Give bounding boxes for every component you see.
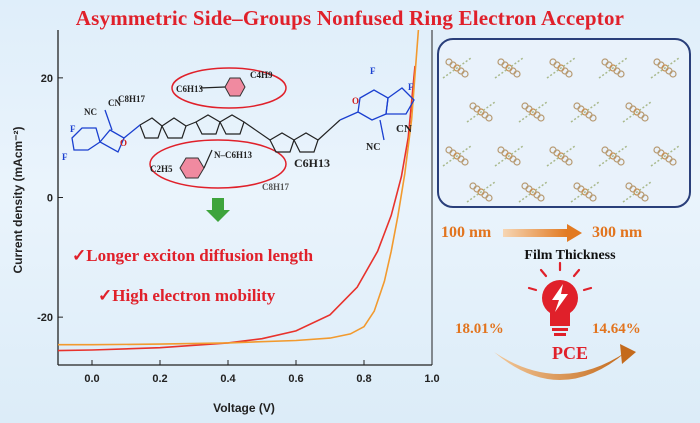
packing-molecule xyxy=(494,145,524,167)
mol-label-c8h17-lower: C8H17 xyxy=(262,182,290,192)
chart-series xyxy=(57,29,420,352)
y-axis-title: Current density (mAcm⁻²) xyxy=(11,126,25,273)
chart-axes xyxy=(57,30,433,366)
x-tick-label: 1.0 xyxy=(424,373,439,385)
mol-label-f1: F xyxy=(62,152,68,162)
jv-curve-1 xyxy=(58,29,420,346)
film-morphology-panel xyxy=(437,38,691,208)
packing-molecule xyxy=(622,181,652,203)
mol-label-n-c6h13-lower: N–C6H13 xyxy=(214,150,252,160)
y-tick-label: 0 xyxy=(47,193,53,205)
packing-molecule xyxy=(466,101,496,123)
packing-molecule xyxy=(650,57,680,79)
x-tick-label: 0.8 xyxy=(356,373,371,385)
film-thickness-start: 100 nm xyxy=(441,224,492,241)
packing-molecule xyxy=(570,101,600,123)
x-axis-title: Voltage (V) xyxy=(213,401,275,415)
packing-molecule xyxy=(466,181,496,203)
packing-molecule xyxy=(570,181,600,203)
end-group-right xyxy=(339,87,415,141)
mol-label-c8h17-top: C8H17 xyxy=(118,94,146,104)
mol-label-cn2: NC xyxy=(84,107,97,117)
lightbulb-icon xyxy=(527,261,593,336)
molecule-structure: C8H17 C4H9 C6H13 C2H5 N–C6H13 C6H13 C8H1… xyxy=(62,66,415,192)
mol-label-o2: O xyxy=(352,96,359,106)
mol-label-cn3: CN xyxy=(396,123,412,135)
side-group-ellipse-top xyxy=(171,67,287,109)
figure-title: Asymmetric Side–Groups Nonfused Ring Ele… xyxy=(75,6,625,30)
packing-molecule xyxy=(518,181,548,203)
phenyl-ring-top xyxy=(224,77,246,97)
x-tick-label: 0.4 xyxy=(220,373,236,385)
x-tick-label: 0.6 xyxy=(288,373,303,385)
pce-curve-arrow-icon xyxy=(494,344,636,380)
mol-label-cn4: NC xyxy=(366,142,380,153)
thickness-arrow-icon xyxy=(503,224,582,242)
molecular-packing-illustration xyxy=(442,57,680,203)
chart-ticks: 0.0 0.2 0.4 0.6 0.8 1.0 20 0 -20 xyxy=(37,73,440,385)
pce-value-thin: 18.01% xyxy=(455,321,504,337)
y-tick-label: 20 xyxy=(41,73,53,85)
feature-exciton-diffusion: ✓Longer exciton diffusion length xyxy=(72,246,314,265)
pce-label: PCE xyxy=(552,343,588,363)
packing-molecule xyxy=(518,101,548,123)
x-tick-label: 0.0 xyxy=(84,373,99,385)
jv-curve-0 xyxy=(57,65,416,352)
thiophene-backbone xyxy=(139,86,341,169)
mol-label-c6h13-right: C6H13 xyxy=(294,156,330,170)
packing-molecule xyxy=(598,145,628,167)
mol-label-c4h9-top: C4H9 xyxy=(250,70,273,80)
end-group-left xyxy=(71,109,141,153)
packing-molecule xyxy=(650,145,680,167)
feature-electron-mobility: ✓High electron mobility xyxy=(98,286,276,305)
packing-molecule xyxy=(494,57,524,79)
packing-molecule xyxy=(622,101,652,123)
mol-label-f3: F xyxy=(370,66,376,76)
down-arrow-icon xyxy=(206,198,230,222)
mol-label-c6h13-top: C6H13 xyxy=(176,84,204,94)
film-thickness-end: 300 nm xyxy=(592,224,643,241)
film-thickness-label: Film Thickness xyxy=(524,248,616,263)
mol-label-o1: O xyxy=(120,138,127,148)
mol-label-cn1: CN xyxy=(108,98,121,108)
packing-molecule xyxy=(546,145,576,167)
pce-value-thick: 14.64% xyxy=(592,321,641,337)
y-tick-label: -20 xyxy=(37,312,53,324)
mol-label-c2h5-lower: C2H5 xyxy=(150,164,173,174)
packing-molecule xyxy=(598,57,628,79)
side-group-ellipse-bottom xyxy=(149,139,287,189)
mol-label-f2: F xyxy=(70,124,76,134)
packing-molecule xyxy=(442,145,472,167)
mol-label-f4: F xyxy=(408,82,414,92)
x-tick-label: 0.2 xyxy=(152,373,167,385)
packing-molecule xyxy=(546,57,576,79)
packing-molecule xyxy=(442,57,472,79)
phenyl-ring-bottom xyxy=(179,157,205,179)
